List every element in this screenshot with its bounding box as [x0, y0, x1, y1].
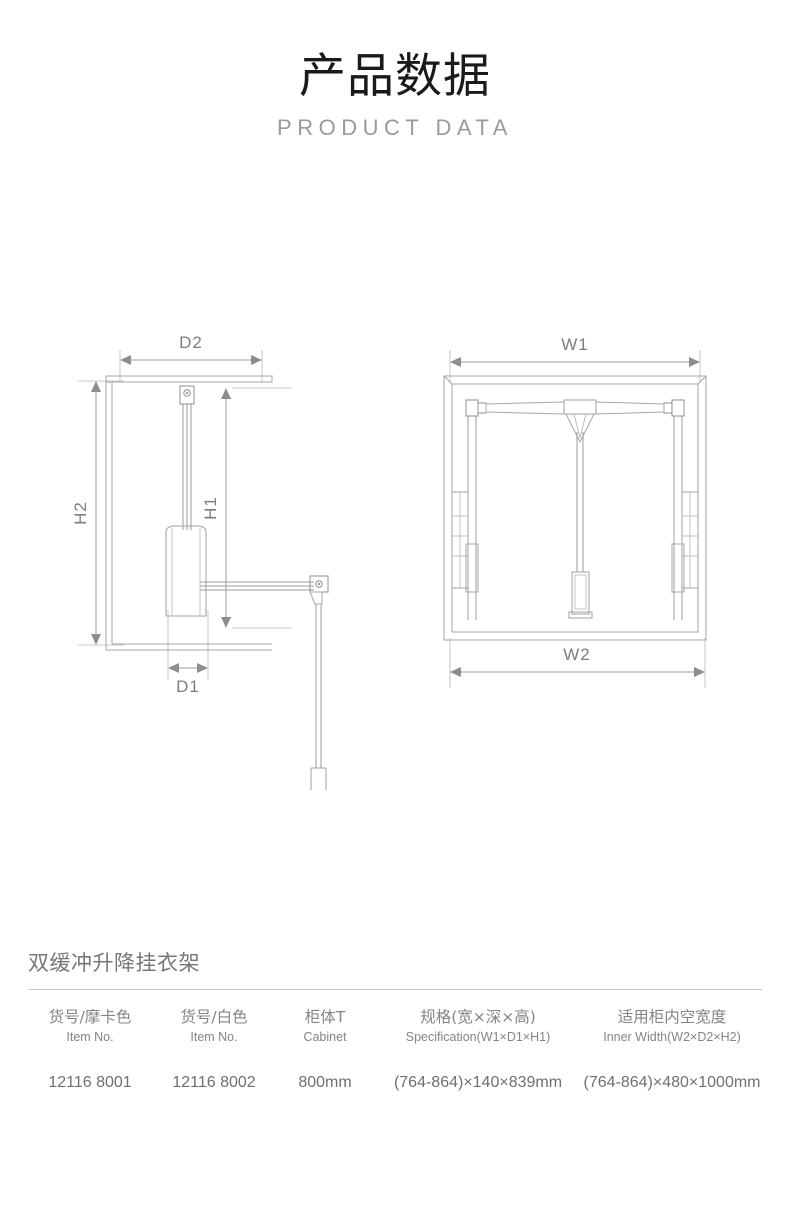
column-header-cabinet: 柜体T Cabinet [276, 990, 374, 1050]
dimension-label-h2: H2 [71, 501, 90, 525]
dimension-label-h1: H1 [201, 496, 220, 520]
page-header: 产品数据 PRODUCT DATA [0, 48, 790, 142]
page-subtitle: PRODUCT DATA [277, 115, 513, 140]
dimension-d1 [168, 663, 208, 673]
front-view-drawing: W1 W2 [443, 335, 707, 688]
page-title: 产品数据 [299, 49, 491, 104]
cabinet-outline-side [105, 375, 273, 651]
column-header-item-no-white: 货号/白色 Item No. [152, 990, 276, 1050]
product-name: 双缓冲升降挂衣架 [28, 951, 200, 975]
column-header-en: Specification(W1×D1×H1) [405, 1030, 551, 1044]
hanging-rail-front [465, 399, 685, 417]
pull-rod-head [309, 575, 329, 605]
table-header-row: 货号/摩卡色 Item No. 货号/白色 Item No. 柜体T Cabin… [28, 990, 762, 1050]
dimension-h1 [221, 388, 231, 628]
table-row: 12116 8001 12116 8002 800mm (764-864)×14… [28, 1050, 762, 1100]
dimension-label-d1: D1 [176, 677, 200, 696]
divider [28, 989, 762, 990]
right-lift-arm [671, 416, 699, 620]
column-header-specification: 规格(宽×深×高) Specification(W1×D1×H1) [374, 990, 582, 1050]
column-header-cn: 货号/白色 [180, 1008, 248, 1026]
dimension-h2 [91, 381, 101, 645]
column-header-en: Inner Width(W2×D2×H2) [603, 1030, 741, 1044]
column-header-en: Cabinet [303, 1030, 347, 1044]
dimension-d2 [120, 355, 262, 365]
center-pull-rod [576, 432, 584, 572]
top-bracket [179, 385, 195, 405]
dimension-label-w1: W1 [561, 335, 589, 354]
pull-handle [310, 767, 327, 790]
dimension-w2 [450, 667, 705, 677]
column-header-item-no-mocha: 货号/摩卡色 Item No. [28, 990, 152, 1050]
column-header-en: Item No. [190, 1030, 238, 1044]
dimension-label-w2: W2 [563, 645, 591, 664]
center-pull-handle [568, 571, 593, 619]
column-header-cn: 货号/摩卡色 [48, 1008, 132, 1026]
column-header-cn: 规格(宽×深×高) [420, 1008, 536, 1026]
cell-specification: (764-864)×140×839mm [393, 1074, 563, 1091]
dimension-w1 [450, 357, 700, 367]
column-header-cn: 柜体T [304, 1008, 346, 1026]
side-view-drawing: D2 D1 H2 H1 [71, 333, 329, 790]
cell-item-no-mocha: 12116 8001 [48, 1074, 132, 1091]
cell-item-no-white: 12116 8002 [172, 1074, 256, 1091]
left-lift-arm [451, 416, 479, 620]
lift-rod [182, 404, 192, 530]
column-header-inner-width: 适用柜内空宽度 Inner Width(W2×D2×H2) [582, 990, 762, 1050]
center-connector [565, 413, 595, 444]
cell-inner-width: (764-864)×480×1000mm [583, 1074, 761, 1091]
dimension-label-d2: D2 [179, 333, 203, 352]
cell-cabinet: 800mm [298, 1074, 352, 1091]
specification-block: 双缓冲升降挂衣架 货号/摩卡色 Item No. 货号/白色 Item No. … [28, 948, 762, 1100]
pull-rod [315, 604, 322, 768]
damper-body [165, 525, 207, 617]
technical-drawings: D2 D1 H2 H1 [0, 320, 790, 820]
column-header-en: Item No. [66, 1030, 114, 1044]
column-header-cn: 适用柜内空宽度 [617, 1008, 727, 1026]
specification-table: 货号/摩卡色 Item No. 货号/白色 Item No. 柜体T Cabin… [28, 990, 762, 1100]
hanging-rail-side [200, 581, 314, 591]
